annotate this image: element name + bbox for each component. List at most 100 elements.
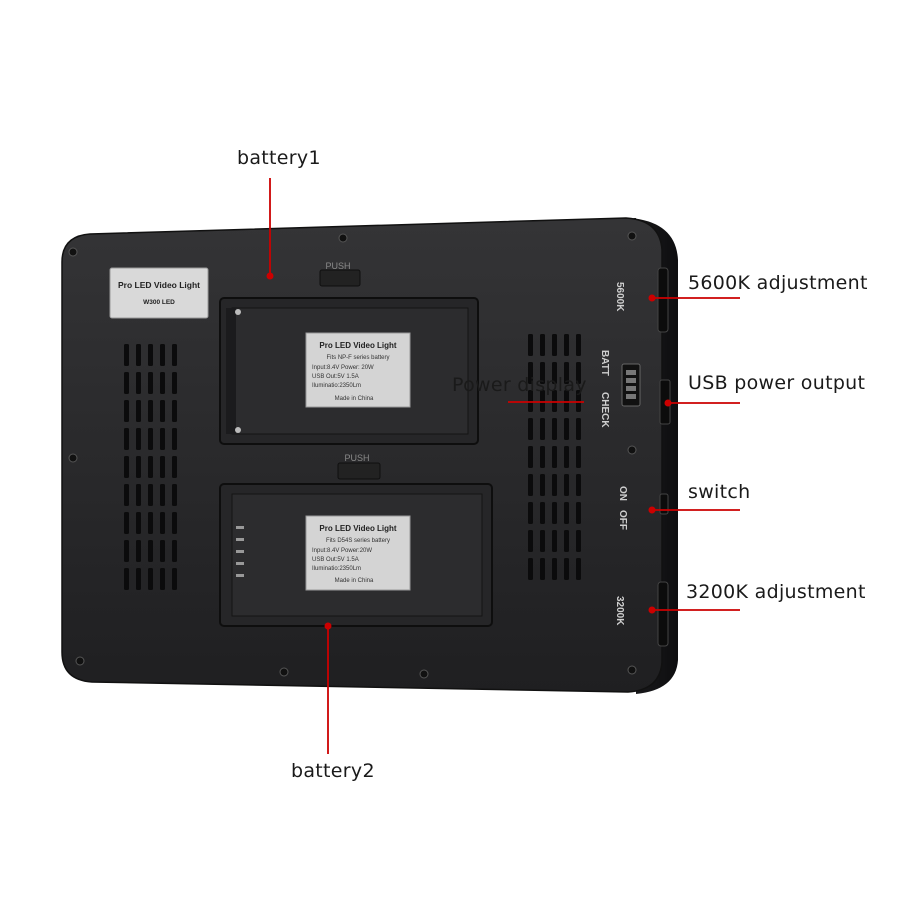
vent-slot — [540, 446, 545, 468]
battery2-sticker-line: Input:8.4V Power:20W — [312, 548, 372, 554]
vent-slot — [172, 512, 177, 534]
vent-slot — [552, 530, 557, 552]
vent-slot — [552, 474, 557, 496]
battery1-sticker-line: Input:8.4V Power: 20W — [312, 365, 374, 371]
vent-slot — [576, 446, 581, 468]
vent-slot — [552, 418, 557, 440]
vent-slot — [528, 558, 533, 580]
vent-slot — [540, 362, 545, 384]
vent-slot — [576, 418, 581, 440]
top-sticker-title: Pro LED Video Light — [118, 280, 200, 290]
vent-slot — [172, 372, 177, 394]
vent-slot — [160, 512, 165, 534]
vent-slot — [552, 502, 557, 524]
vent-slot — [540, 530, 545, 552]
vent-slot — [172, 540, 177, 562]
vent-slot — [136, 512, 141, 534]
top-sticker-model: W300 LED — [143, 299, 175, 306]
vent-slot — [148, 512, 153, 534]
vent-slot — [124, 400, 129, 422]
push-label-top: PUSH — [325, 261, 350, 271]
battery1-sticker-line: USB Out:5V 1.5A — [312, 374, 359, 380]
vent-slot — [564, 390, 569, 412]
vent-slot — [136, 540, 141, 562]
vent-slot — [160, 372, 165, 394]
vent-slot — [576, 334, 581, 356]
vent-slot — [552, 334, 557, 356]
vent-slot — [160, 428, 165, 450]
vent-slot — [528, 418, 533, 440]
vent-slot — [160, 568, 165, 590]
push-label-bottom: PUSH — [344, 453, 369, 463]
battery1-sticker-line: Iluminatio:2350Lm — [312, 383, 361, 389]
side-controls — [657, 267, 671, 647]
vent-slot — [564, 530, 569, 552]
callout-3200k-adjustment: 3200K adjustment — [686, 581, 866, 603]
vent-slot — [160, 456, 165, 478]
callout-battery2: battery2 — [291, 760, 375, 782]
label-off: OFF — [617, 510, 628, 530]
vent-slot — [172, 568, 177, 590]
label-3200k: 3200K — [614, 596, 625, 626]
callout-5600k-adjustment: 5600K adjustment — [688, 272, 868, 294]
vent-slot — [136, 484, 141, 506]
vent-slot — [124, 456, 129, 478]
vent-slot — [136, 456, 141, 478]
ventilation-slots — [124, 334, 581, 590]
battery2-plate: PUSH Pro LED Video Light Fits D54S serie… — [219, 453, 493, 627]
callout-battery1: battery1 — [237, 147, 321, 169]
top-sticker: Pro LED Video Light W300 LED — [109, 267, 209, 319]
vent-slot — [528, 474, 533, 496]
vent-slot — [528, 530, 533, 552]
vent-slot — [136, 372, 141, 394]
battery2-sticker-line: Fits D54S series battery — [326, 538, 390, 544]
vent-slot — [528, 390, 533, 412]
label-check: CHECK — [599, 392, 610, 428]
vent-slot — [564, 558, 569, 580]
vent-slot — [136, 344, 141, 366]
device-body — [61, 217, 663, 693]
vent-slot — [148, 540, 153, 562]
vent-slot — [564, 502, 569, 524]
vent-slot — [148, 456, 153, 478]
vent-slot — [540, 558, 545, 580]
battery1-plate: PUSH Pro LED Video Light Fits NP-F serie… — [219, 261, 479, 445]
vent-slot — [576, 530, 581, 552]
vent-slot — [124, 540, 129, 562]
vent-slot — [528, 502, 533, 524]
vent-slot — [172, 428, 177, 450]
callout-usb-power-output: USB power output — [688, 372, 866, 394]
vent-slot — [160, 540, 165, 562]
vent-slot — [160, 344, 165, 366]
label-on: ON — [617, 486, 628, 501]
vent-slot — [540, 390, 545, 412]
battery2-sticker-line: Made in China — [335, 578, 374, 584]
vent-slot — [148, 372, 153, 394]
vent-slot — [540, 502, 545, 524]
vent-slot — [124, 568, 129, 590]
vent-slot — [136, 428, 141, 450]
vent-slot — [148, 568, 153, 590]
screws — [68, 231, 637, 679]
callout-switch: switch — [688, 481, 751, 503]
label-5600k: 5600K — [614, 282, 625, 312]
vent-slot — [136, 400, 141, 422]
vent-slot — [576, 474, 581, 496]
vent-slot — [552, 362, 557, 384]
battery1-sticker-line: Fits NP-F series battery — [326, 355, 389, 361]
vent-slot — [124, 344, 129, 366]
vent-slot — [564, 418, 569, 440]
vent-slot — [528, 446, 533, 468]
vent-slot — [552, 446, 557, 468]
vent-slot — [172, 484, 177, 506]
leader-lines — [266, 178, 740, 754]
battery1-sticker-line: Made in China — [335, 396, 374, 402]
battery-level-indicator — [621, 363, 641, 407]
battery2-sticker-line: Iluminatio:2350Lm — [312, 566, 361, 572]
vent-slot — [124, 484, 129, 506]
vent-slot — [136, 568, 141, 590]
vent-slot — [148, 428, 153, 450]
vent-slot — [148, 400, 153, 422]
vent-slot — [124, 512, 129, 534]
